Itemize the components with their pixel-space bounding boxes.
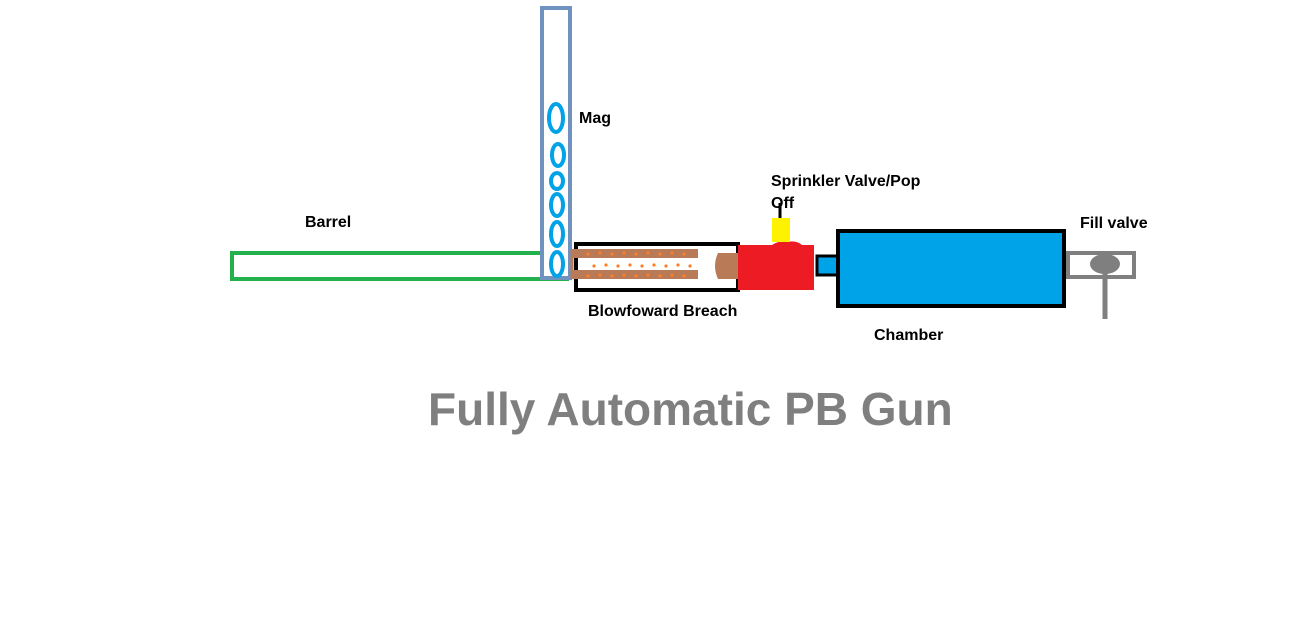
magazine-tube [540,6,572,280]
paintballs [547,102,566,278]
spring-dot [688,264,692,268]
spring-dot [598,273,602,277]
spring-dot [646,251,650,255]
spring-dot [664,264,668,268]
bolt-lower [572,270,698,279]
paintball [549,250,565,278]
breach-assembly [570,242,740,292]
spring-dot [670,251,674,255]
spring-dot [622,251,626,255]
label-barrel: Barrel [305,214,352,231]
label-mag: Mag [579,110,611,127]
spring-dot [682,252,686,256]
paintball [549,171,565,191]
spring-dot [634,252,638,256]
valve-connector [815,254,841,277]
fill-valve [1066,251,1136,319]
spring-dots [586,251,692,278]
spring-dot [646,273,650,277]
spring-dot [610,274,614,278]
spring-dot [676,263,680,267]
spring-dot [634,274,638,278]
paintball [549,192,565,218]
label-breach: Blowfoward Breach [588,303,738,320]
paintball [547,102,565,134]
spring-dot [670,273,674,277]
fill-valve-knob [1090,254,1120,274]
spring-dot [658,274,662,278]
spring-dot [598,251,602,255]
spring-dot [610,252,614,256]
spring-dot [586,252,590,256]
spring-dot [622,273,626,277]
paintball [549,220,565,248]
chamber [836,229,1066,308]
label-sprinkler-valve: Sprinkler Valve/Pop Off [771,173,921,212]
spring-dot [592,264,596,268]
barrel-tube [230,251,569,281]
spring-dot [640,264,644,268]
spring-dot [652,263,656,267]
spring-dot [658,252,662,256]
diagram-title: Fully Automatic PB Gun [428,383,953,435]
spring-dot [628,263,632,267]
spring-dot [586,274,590,278]
spring-dot [616,264,620,268]
spring-dot [682,274,686,278]
paintball [550,142,566,168]
bolt-face [715,253,738,279]
spring-dot [604,263,608,267]
label-chamber: Chamber [874,327,944,344]
label-fill-valve: Fill valve [1080,215,1148,232]
popoff-valve [772,218,790,242]
sprinkler-valve [738,241,814,290]
